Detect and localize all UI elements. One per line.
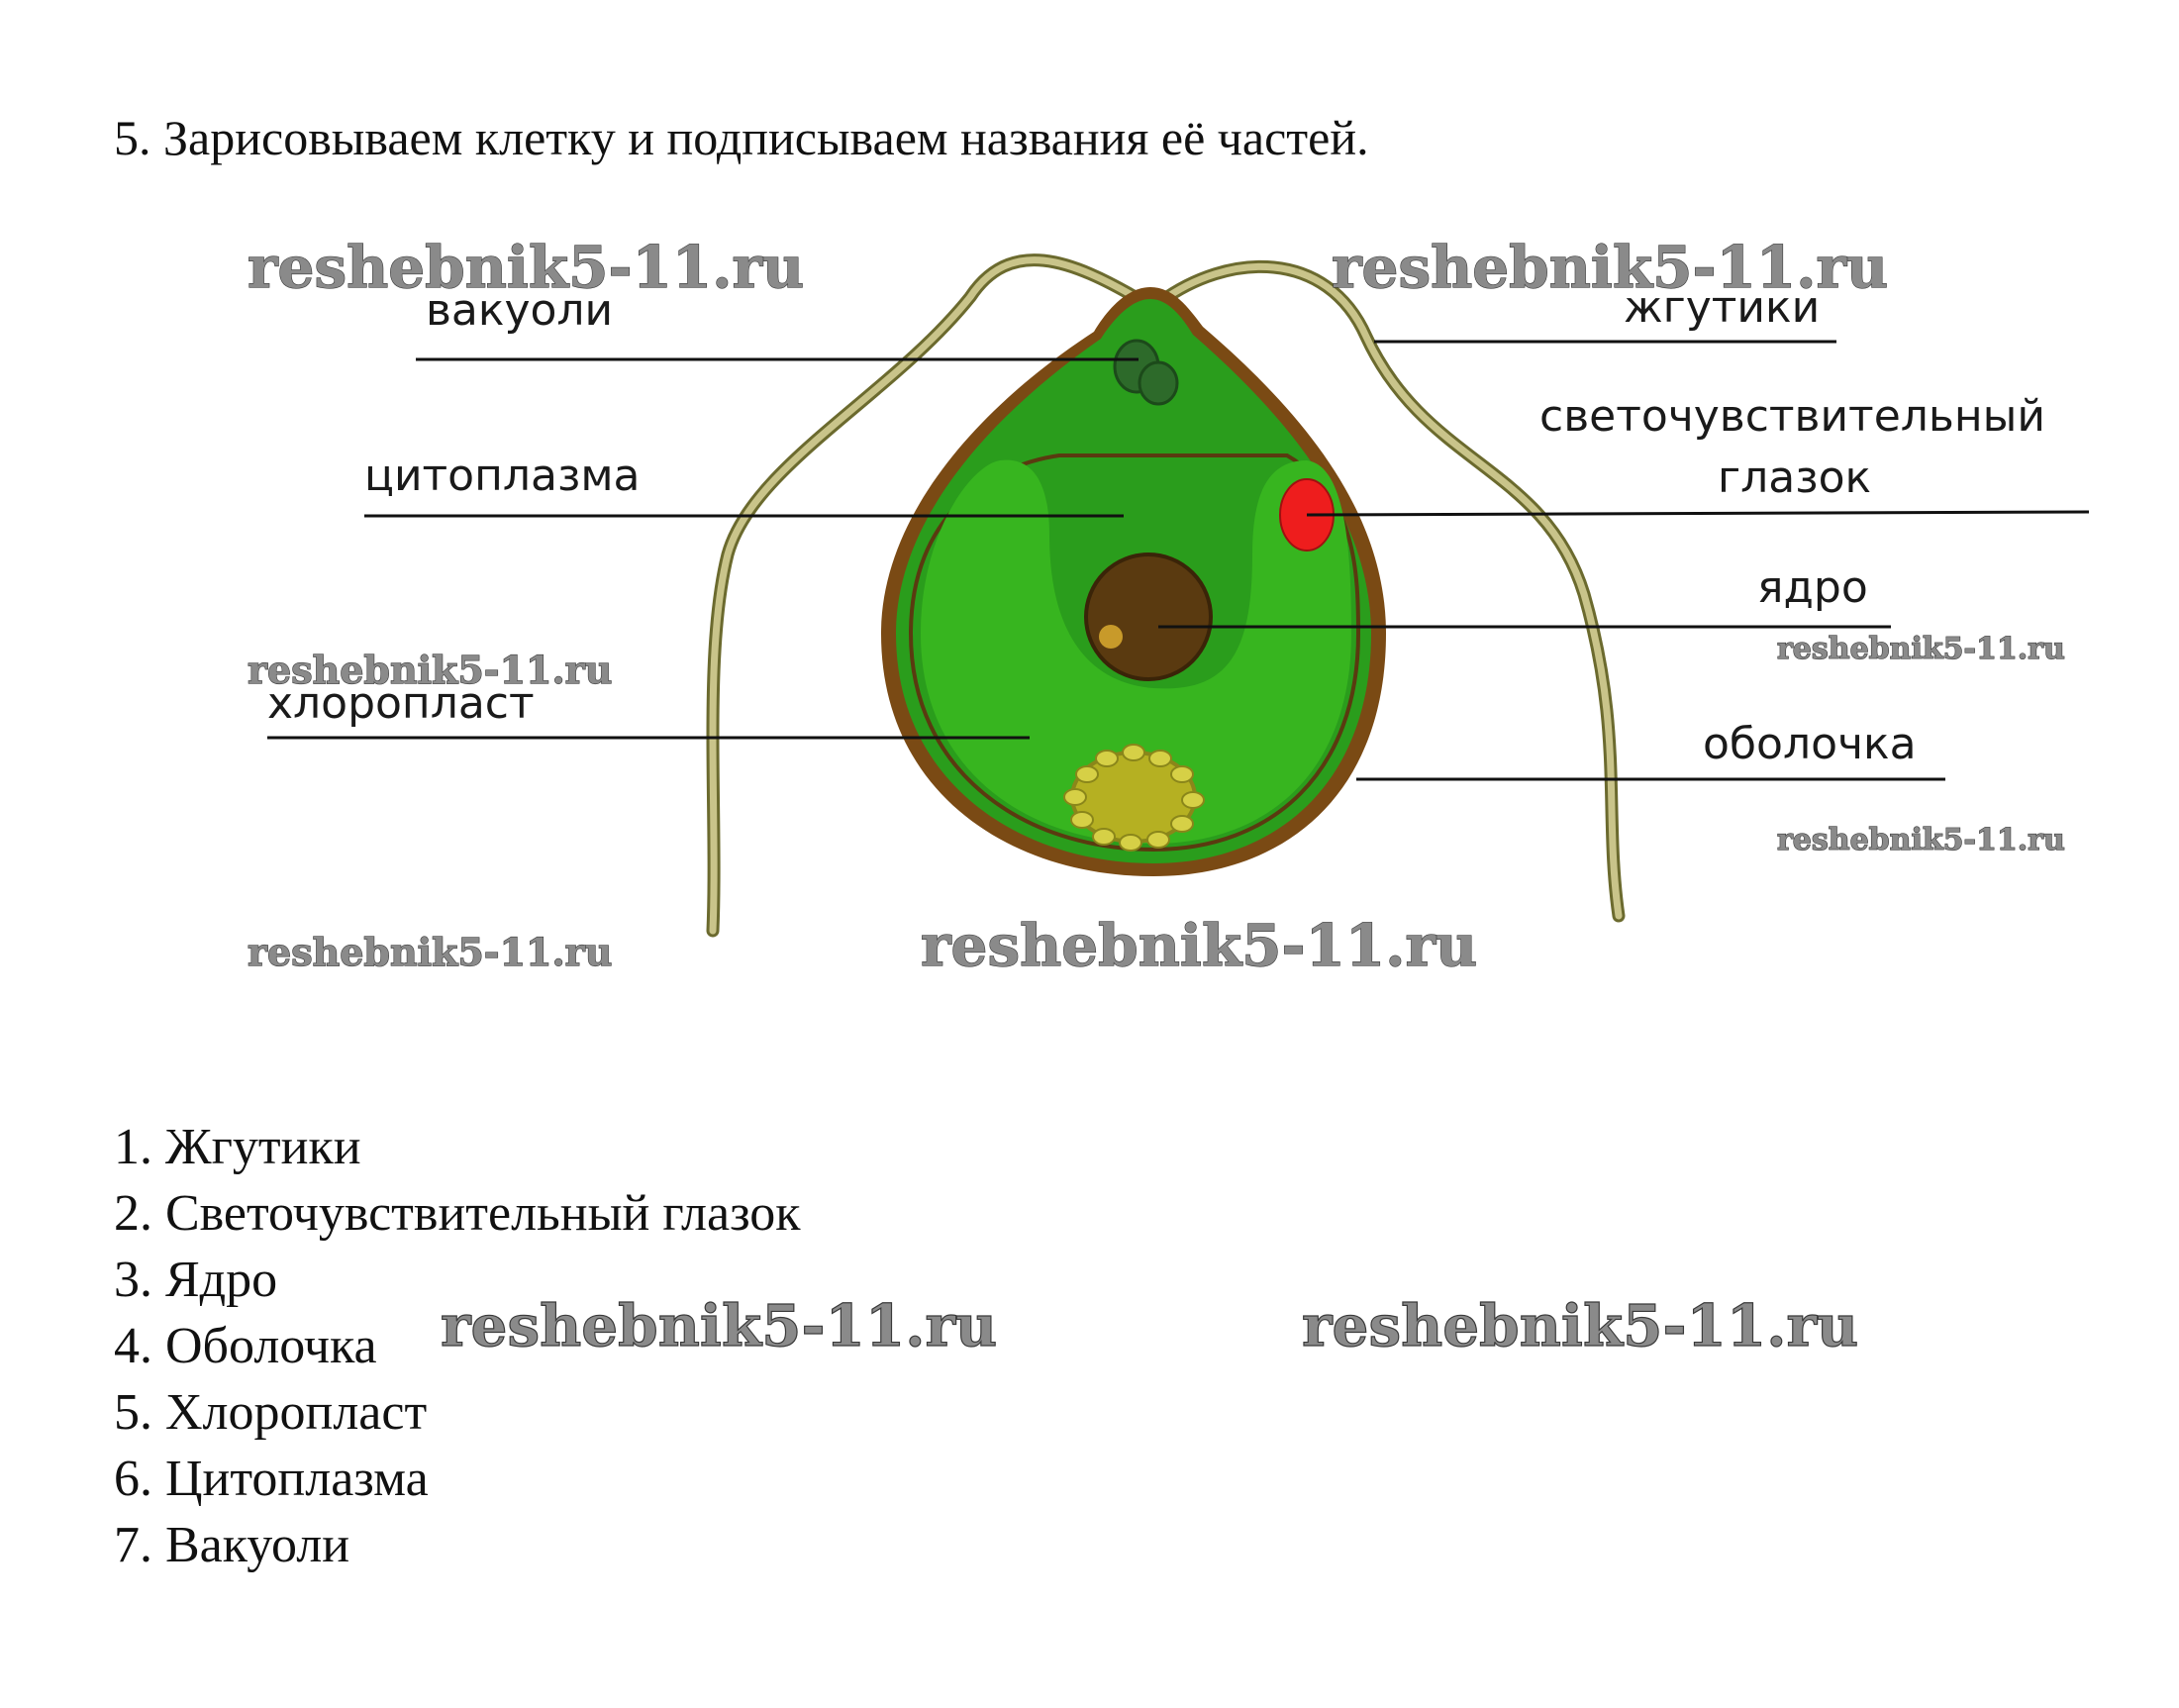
watermark: reshebnik5-11.ru	[1302, 1292, 1858, 1359]
watermark: reshebnik5-11.ru	[1777, 823, 2065, 857]
watermark: reshebnik5-11.ru	[1332, 234, 1888, 301]
label-membrane: оболочка	[1703, 719, 1917, 769]
nucleus	[1086, 554, 1211, 679]
label-cytoplasm: цитоплазма	[364, 451, 641, 501]
list-item: 2. Светочувствительный глазок	[114, 1180, 801, 1247]
watermark: reshebnik5-11.ru	[248, 648, 612, 692]
watermark: reshebnik5-11.ru	[1777, 632, 2065, 666]
list-item: 6. Цитоплазма	[114, 1446, 801, 1512]
watermark: reshebnik5-11.ru	[248, 234, 804, 301]
list-item: 1. Жгутики	[114, 1114, 801, 1180]
nucleolus	[1099, 625, 1123, 649]
euglena-cell-diagram: вакуоли цитоплазма хлоропласт жгутики св…	[0, 0, 2179, 1040]
vacuole-2	[1139, 362, 1177, 404]
leader-eyespot	[1307, 512, 2089, 515]
label-eyespot-line1: светочувствительный	[1539, 391, 2045, 442]
watermark: reshebnik5-11.ru	[441, 1292, 997, 1359]
label-nucleus: ядро	[1757, 562, 1868, 613]
list-item: 7. Вакуоли	[114, 1512, 801, 1578]
watermark: reshebnik5-11.ru	[921, 912, 1477, 979]
list-item: 5. Хлоропласт	[114, 1379, 801, 1446]
watermark: reshebnik5-11.ru	[248, 930, 612, 974]
label-eyespot-line2: глазок	[1718, 452, 1871, 503]
